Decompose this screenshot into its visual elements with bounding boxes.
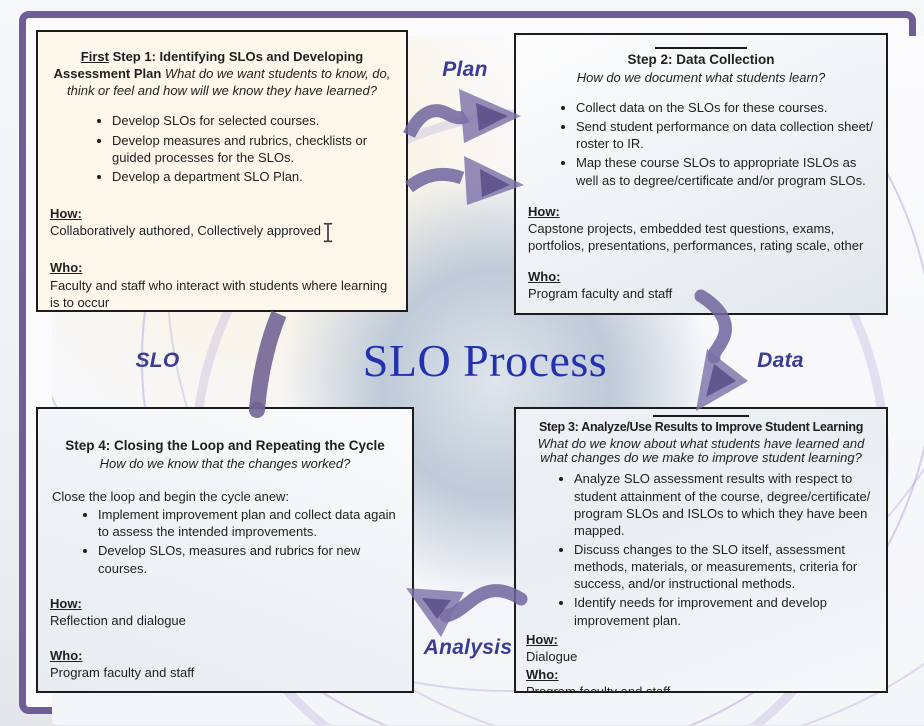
- who-label: Who:: [526, 667, 559, 683]
- step3-question: What do we know about what students have…: [537, 435, 865, 466]
- step2-who: Who: Program faculty and staff: [528, 268, 874, 302]
- how-label: How:: [526, 631, 558, 647]
- cycle-label-data: Data: [757, 349, 804, 372]
- step3-who-text: Program faculty and staff: [526, 684, 671, 693]
- step1-bullets: Develop SLOs for selected courses. Devel…: [50, 112, 394, 185]
- list-item: Collect data on the SLOs for these cours…: [576, 99, 874, 116]
- step1-who: Who: Faculty and staff who interact with…: [50, 259, 394, 310]
- step4-intro: Close the loop and begin the cycle anew:: [52, 488, 290, 504]
- list-item: Map these course SLOs to appropriate ISL…: [576, 154, 874, 188]
- step2-bullets: Collect data on the SLOs for these cours…: [528, 99, 874, 189]
- step1-how: How: Collaboratively authored, Collectiv…: [50, 205, 394, 239]
- step2-how-text: Capstone projects, embedded test questio…: [528, 220, 864, 254]
- step4-how-text: Reflection and dialogue: [50, 612, 186, 628]
- step3-how: How: Dialogue: [526, 631, 876, 665]
- list-item: Identify needs for improvement and devel…: [574, 594, 876, 628]
- step1-title: Step 1: Identifying SLOs and Developing …: [53, 49, 364, 82]
- step4-how: How: Reflection and dialogue: [50, 595, 400, 629]
- who-label: Who:: [50, 648, 83, 664]
- step4-box: Step 4: Closing the Loop and Repeating t…: [36, 407, 414, 693]
- cycle-label-analysis: Analysis: [423, 636, 513, 659]
- step3-who: Who: Program faculty and staff: [526, 666, 876, 693]
- how-label: How:: [50, 206, 82, 222]
- step2-who-text: Program faculty and staff: [528, 286, 673, 302]
- step2-how: How: Capstone projects, embedded test qu…: [528, 203, 874, 254]
- step4-who: Who: Program faculty and staff: [50, 647, 400, 681]
- step1-how-text: Collaboratively authored, Collectively a…: [50, 223, 321, 239]
- title-rule: [655, 47, 747, 49]
- list-item: Send student performance on data collect…: [576, 118, 874, 152]
- list-item: Analyze SLO assessment results with resp…: [574, 470, 876, 539]
- title-rule: [653, 415, 749, 417]
- step4-title: Step 4: Closing the Loop and Repeating t…: [65, 438, 385, 453]
- step3-bullets: Analyze SLO assessment results with resp…: [526, 470, 876, 628]
- step1-title-first-word: First: [80, 49, 109, 64]
- how-label: How:: [528, 203, 560, 219]
- who-label: Who:: [528, 269, 561, 285]
- page-title: SLO Process: [362, 335, 608, 386]
- list-item: Develop SLOs for selected courses.: [112, 112, 394, 129]
- step1-who-text: Faculty and staff who interact with stud…: [50, 277, 388, 310]
- who-label: Who:: [50, 260, 83, 276]
- cycle-label-plan: Plan: [442, 58, 488, 81]
- list-item: Discuss changes to the SLO itself, asses…: [574, 541, 876, 592]
- list-item: Develop measures and rubrics, checklists…: [112, 132, 394, 166]
- how-label: How:: [50, 595, 82, 611]
- step1-question: What do we want students to know, do, th…: [66, 66, 391, 99]
- step2-title: Step 2: Data Collection: [627, 52, 775, 67]
- step1-box: First Step 1: Identifying SLOs and Devel…: [36, 30, 408, 312]
- step4-bullets: Implement improvement plan and collect d…: [50, 506, 400, 577]
- background-ring: [52, 36, 924, 692]
- list-item: Develop SLOs, measures and rubrics for n…: [98, 542, 400, 576]
- step2-box: Step 2: Data Collection How do we docume…: [514, 33, 888, 315]
- step4-who-text: Program faculty and staff: [50, 665, 195, 681]
- cycle-label-slo: SLO: [135, 349, 180, 372]
- step4-question: How do we know that the changes worked?: [99, 455, 351, 471]
- list-item: Develop a department SLO Plan.: [112, 168, 394, 185]
- step3-title: Step 3: Analyze/Use Results to Improve S…: [538, 420, 864, 434]
- step1-header: First Step 1: Identifying SLOs and Devel…: [50, 48, 394, 99]
- step3-box: Step 3: Analyze/Use Results to Improve S…: [514, 407, 888, 693]
- list-item: Implement improvement plan and collect d…: [98, 506, 400, 540]
- step2-question: How do we document what students learn?: [576, 69, 826, 85]
- step3-how-text: Dialogue: [526, 648, 578, 664]
